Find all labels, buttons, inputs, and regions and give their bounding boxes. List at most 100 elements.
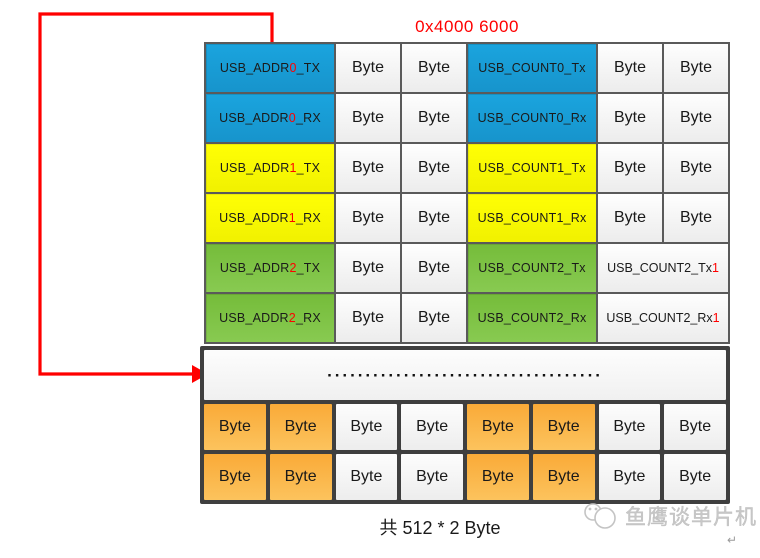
byte-cell: Byte xyxy=(664,44,728,92)
byte-label: Byte xyxy=(481,468,514,485)
reg-label-part: USB_ADDR xyxy=(219,261,290,275)
byte-label: Byte xyxy=(417,259,450,276)
reg-label-part: USB_ADDR xyxy=(219,211,289,225)
byte-cell: Byte xyxy=(401,404,463,450)
byte-cell: Byte xyxy=(269,404,332,450)
byte-cell: Byte xyxy=(598,44,662,92)
reg-label: USB_COUNT0_Tx xyxy=(478,61,586,75)
byte-label: Byte xyxy=(351,59,384,76)
reg-cell-usb-count1-tx: USB_COUNT1_Tx xyxy=(468,144,596,192)
byte-label: Byte xyxy=(679,209,712,226)
byte-cell: Byte xyxy=(336,294,400,342)
byte-cell: Byte xyxy=(664,94,728,142)
endpoint-number: 0 xyxy=(289,61,297,75)
reg-cell-usb-count1-rx: USB_COUNT1_Rx xyxy=(468,194,596,242)
reg-label-part: _TX xyxy=(296,161,321,175)
byte-cell: Byte xyxy=(402,44,466,92)
byte-cell: Byte xyxy=(598,454,661,500)
byte-cell: Byte xyxy=(335,404,398,450)
byte-cell: Byte xyxy=(402,194,466,242)
reg-label-part: USB_ADDR xyxy=(219,311,289,325)
byte-cell: Byte xyxy=(664,194,728,242)
byte-cell: Byte xyxy=(598,94,662,142)
byte-cell: Byte xyxy=(598,194,662,242)
endpoint-number: 0 xyxy=(288,111,296,125)
byte-label: Byte xyxy=(417,109,450,126)
byte-label: Byte xyxy=(613,468,646,485)
paragraph-return-mark: ↵ xyxy=(727,533,738,547)
byte-cell: Byte xyxy=(336,44,400,92)
byte-label: Byte xyxy=(547,418,580,435)
byte-cell: Byte xyxy=(598,404,661,450)
ellipsis-row: ···································· xyxy=(204,350,726,400)
byte-label: Byte xyxy=(350,418,383,435)
byte-cell: Byte xyxy=(467,454,529,500)
byte-label: Byte xyxy=(613,109,646,126)
byte-label: Byte xyxy=(351,109,384,126)
endpoint-number: 1 xyxy=(288,211,296,225)
byte-label: Byte xyxy=(613,418,646,435)
watermark: 鱼鹰谈单片机 xyxy=(580,501,757,531)
endpoint-number: 2 xyxy=(288,311,296,325)
reg-label-part: USB_ADDR xyxy=(219,61,290,75)
base-address-label: 0x4000 6000 xyxy=(415,17,519,36)
byte-label: Byte xyxy=(417,309,450,326)
byte-grid: Byte Byte Byte Byte Byte Byte Byte Byte … xyxy=(204,404,726,500)
reg-label-part: _TX xyxy=(296,261,321,275)
byte-label: Byte xyxy=(613,59,646,76)
reg-cell-usb-count0-tx: USB_COUNT0_Tx xyxy=(468,44,596,92)
reg-label-suffix-digit: 1 xyxy=(711,261,719,275)
byte-cell: Byte xyxy=(204,404,266,450)
total-size-caption: 共 512 * 2 Byte xyxy=(379,518,501,538)
reg-label-part: USB_ADDR xyxy=(219,161,290,175)
byte-label: Byte xyxy=(284,418,317,435)
byte-cell: Byte xyxy=(401,454,463,500)
byte-cell: Byte xyxy=(336,94,400,142)
byte-cell: Byte xyxy=(336,244,400,292)
byte-label: Byte xyxy=(417,159,450,176)
byte-label: Byte xyxy=(284,468,317,485)
byte-cell: Byte xyxy=(664,454,726,500)
byte-label: Byte xyxy=(218,468,251,485)
byte-label: Byte xyxy=(547,468,580,485)
reg-label-part: USB_ADDR xyxy=(219,111,289,125)
byte-label: Byte xyxy=(481,418,514,435)
byte-label: Byte xyxy=(218,418,251,435)
reg-label-part: _TX xyxy=(296,61,321,75)
reg-cell-usb-count0-rx: USB_COUNT0_Rx xyxy=(468,94,596,142)
byte-cell: Byte xyxy=(467,404,529,450)
reg-label-part: _RX xyxy=(295,111,321,125)
byte-label: Byte xyxy=(679,59,712,76)
byte-label: Byte xyxy=(351,159,384,176)
endpoint-number: 1 xyxy=(289,161,297,175)
byte-label: Byte xyxy=(351,309,384,326)
byte-cell: Byte xyxy=(664,404,726,450)
byte-cell: Byte xyxy=(532,454,595,500)
byte-label: Byte xyxy=(679,468,712,485)
byte-label: Byte xyxy=(417,209,450,226)
reg-cell-usb-count2-rx: USB_COUNT2_Rx xyxy=(468,294,596,342)
byte-label: Byte xyxy=(613,159,646,176)
byte-label: Byte xyxy=(679,418,712,435)
byte-label: Byte xyxy=(416,418,449,435)
byte-label: Byte xyxy=(417,59,450,76)
reg-label: USB_COUNT0_Rx xyxy=(477,111,587,125)
byte-cell: Byte xyxy=(664,144,728,192)
byte-cell: Byte xyxy=(402,244,466,292)
byte-label: Byte xyxy=(416,468,449,485)
reg-label-part: _RX xyxy=(295,211,321,225)
reg-label: USB_COUNT1_Tx xyxy=(478,161,586,175)
reg-label: USB_COUNT2_Tx xyxy=(478,261,586,275)
byte-cell: Byte xyxy=(402,94,466,142)
reg-label: USB_COUNT2_Rx xyxy=(477,311,587,325)
reg-label-part: USB_COUNT2_Rx xyxy=(606,311,713,325)
byte-cell: Byte xyxy=(402,294,466,342)
byte-label: Byte xyxy=(679,159,712,176)
